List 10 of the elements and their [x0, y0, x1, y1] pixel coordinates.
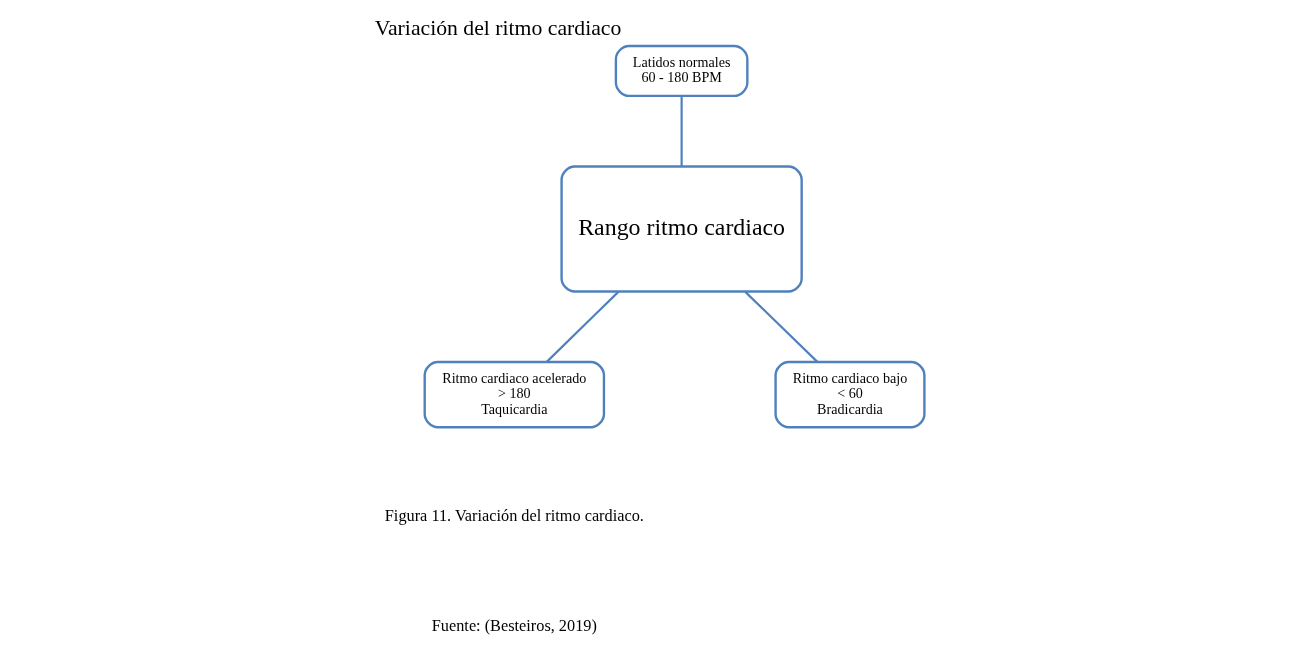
label: Fuente: (Besteiros, 2019) — [431, 615, 597, 635]
node-box: Ritmo cardiaco bajo < 60 Bradicardia — [773, 360, 926, 428]
node-box: Ritmo cardiaco acelerado > 180 Taquicardia — [423, 360, 605, 428]
connector — [545, 290, 619, 363]
node-box: Latidos normales 60 - 180 BPM — [614, 44, 749, 97]
diagram-title: Variación del ritmo cardiaco — [374, 15, 621, 40]
caption: Figura 11. Variación del ritmo cardiaco. — [384, 505, 644, 525]
node-box: Rango ritmo cardiaco — [559, 164, 803, 293]
connector — [744, 290, 818, 363]
connector — [680, 95, 683, 166]
